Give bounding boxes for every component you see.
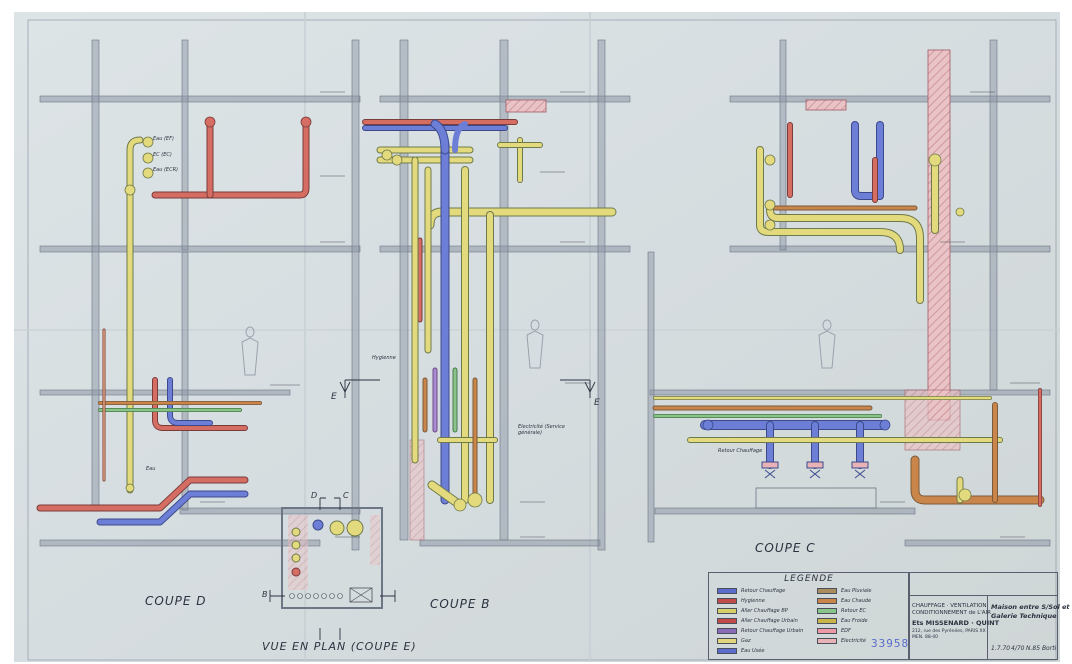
legend-label: Aller Chauffage BP xyxy=(741,608,788,614)
title-address: 212, rue des Pyrénées, PARIS XX xyxy=(912,629,986,634)
legend-swatch xyxy=(817,628,837,634)
section-label-b: B xyxy=(262,590,268,599)
coupe-c-pipes xyxy=(652,121,1045,507)
section-label-e-right: E xyxy=(594,398,600,408)
legend-swatch xyxy=(717,638,737,644)
structure-columns xyxy=(91,39,998,551)
legend-label: EDF xyxy=(841,628,851,634)
section-label-d: D xyxy=(311,491,318,500)
section-label-e-left: E xyxy=(331,392,337,402)
title-date: 1.7.70 xyxy=(991,645,1011,652)
title-line-1: CHAUFFAGE · VENTILATION xyxy=(912,603,987,609)
legend-swatch xyxy=(717,598,737,604)
legend-item: Aller Chauffage BP xyxy=(717,607,788,615)
legend-swatch xyxy=(817,608,837,614)
coupe-d-pipes xyxy=(36,118,310,526)
legend-label: Retour Chauffage Urbain xyxy=(741,628,804,634)
title-company: Ets MISSENARD · QUINT xyxy=(912,619,1000,627)
legend-item: Eau Pluviale xyxy=(817,587,871,595)
legend-label: Eau Usée xyxy=(741,648,765,654)
title-ref: 4/70 xyxy=(1011,645,1025,652)
legend-label: Retour EC xyxy=(841,608,867,614)
title-line-2: CONDITIONNEMENT de L'AIR xyxy=(912,610,992,616)
legend-item: Hygienne xyxy=(717,597,765,605)
human-figure xyxy=(241,319,836,376)
title-number: N.85 Borti xyxy=(1026,645,1057,652)
legend-label: Hygienne xyxy=(741,598,765,604)
legend-item: Electricité xyxy=(817,637,866,645)
legend-swatch xyxy=(817,618,837,624)
legend-swatch xyxy=(717,608,737,614)
plan-view xyxy=(281,507,383,609)
pipe-label-retour: Retour Chauffage xyxy=(718,448,763,454)
legend-swatch xyxy=(817,598,837,604)
legend-swatch xyxy=(717,618,737,624)
legend-item: Eau Usée xyxy=(717,647,764,655)
stamp-number: 33958 xyxy=(871,637,910,650)
pipe-label-eau: Eau xyxy=(146,466,156,472)
legend-swatch xyxy=(817,638,837,644)
legend-item: EDF xyxy=(817,627,851,635)
legend-item: Eau Froide xyxy=(817,617,868,625)
legend-label: Eau Chaude xyxy=(841,598,872,604)
coupe-b-pipes xyxy=(362,119,617,510)
legend-label: Electricité xyxy=(841,638,866,644)
shaft-wall-c xyxy=(927,49,951,421)
view-title-plan: VUE EN PLAN (COUPE E) xyxy=(262,640,417,653)
pipe-label-ef: Eau (EF) xyxy=(153,136,174,142)
pipe-label-electricite: Electricité (Service générale) xyxy=(518,424,565,436)
legend-swatch xyxy=(717,628,737,634)
legend-swatch xyxy=(817,588,837,594)
legend-label: Eau Pluviale xyxy=(841,588,872,594)
title-project: Maison entre S/Sol et xyxy=(991,603,1070,611)
legend-swatch xyxy=(717,588,737,594)
title-project-2: Galerie Technique xyxy=(991,612,1057,620)
legend-item: Gaz xyxy=(717,637,751,645)
pipe-label-ec: EC (EC) xyxy=(153,152,172,158)
view-title-coupe-d: COUPE D xyxy=(145,594,207,608)
section-markers xyxy=(269,379,596,640)
legend-label: Aller Chauffage Urbain xyxy=(741,618,798,624)
legend-label: Gaz xyxy=(741,638,751,644)
legend-item: Retour Chauffage xyxy=(717,587,785,595)
legend-label: Eau Froide xyxy=(841,618,868,624)
pipe-label-hygienne: Hygienne xyxy=(372,355,396,361)
legend-item: Eau Chaude xyxy=(817,597,871,605)
paper-background xyxy=(14,12,1060,662)
section-label-c: C xyxy=(343,491,349,500)
title-block: CHAUFFAGE · VENTILATION CONDITIONNEMENT … xyxy=(908,572,1070,660)
legend-item: Retour EC xyxy=(817,607,866,615)
title-phone: MEN. 88-40 xyxy=(912,635,939,640)
legend-label: Retour Chauffage xyxy=(741,588,786,594)
view-title-coupe-c: COUPE C xyxy=(755,541,816,555)
legend-title: LEGENDE xyxy=(784,574,834,584)
pipe-label-ecr: Eau (ECR) xyxy=(153,167,179,173)
view-title-coupe-b: COUPE B xyxy=(430,597,491,611)
legend-swatch xyxy=(717,648,737,654)
legend-item: Retour Chauffage Urbain xyxy=(717,627,803,635)
legend-item: Aller Chauffage Urbain xyxy=(717,617,798,625)
